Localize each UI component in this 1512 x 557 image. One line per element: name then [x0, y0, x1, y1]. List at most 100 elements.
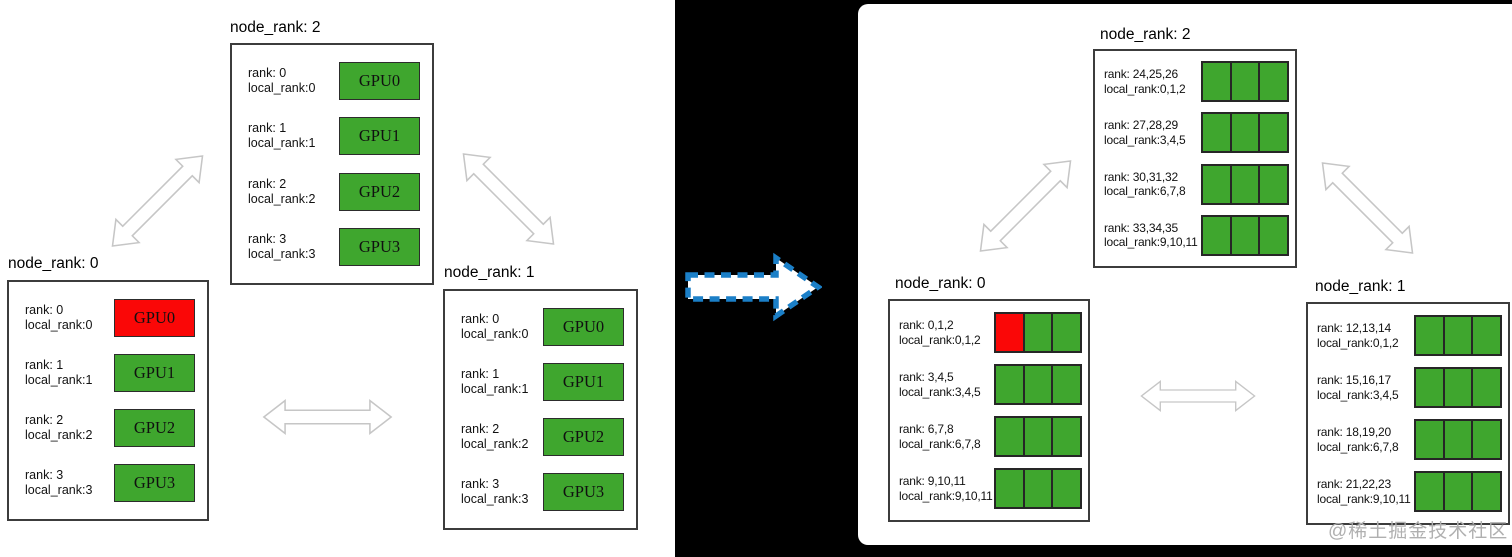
gpu-box: GPU0 — [339, 62, 420, 101]
rank-label: rank: 3 — [25, 468, 64, 482]
bidirectional-arrow-icon — [100, 143, 215, 259]
local-rank-label: local_rank:0 — [248, 81, 316, 96]
rank-label: rank: 6,7,8 — [899, 422, 954, 436]
gpu-row: rank: 0 local_rank:0 GPU0 — [445, 308, 636, 346]
rank-label: rank: 0 — [461, 312, 500, 326]
gpu-row: rank: 2 local_rank:2 GPU2 — [9, 409, 207, 447]
gpu-cell — [1022, 364, 1054, 405]
local-rank-label: local_rank:1 — [461, 382, 529, 396]
rank-labels: rank: 18,19,20 local_rank:6,7,8 — [1317, 425, 1399, 454]
gpu-box: GPU3 — [543, 473, 624, 511]
gpu-cell — [1258, 214, 1290, 256]
rank-labels: rank: 2 local_rank:2 — [248, 177, 315, 207]
gpu-box: GPU1 — [114, 354, 195, 392]
local-rank-label: local_rank:3,4,5 — [1104, 132, 1186, 147]
gpu-cell — [1022, 416, 1054, 457]
rank-labels: rank: 12,13,14 local_rank:0,1,2 — [1317, 321, 1399, 350]
rank-label: rank: 21,22,23 — [1317, 477, 1391, 491]
gpu-cell — [1229, 112, 1261, 154]
local-rank-label: local_rank:0 — [461, 327, 529, 341]
gpu-grid — [994, 416, 1083, 457]
rank-label: rank: 3,4,5 — [899, 370, 954, 384]
node-title: node_rank: 1 — [1315, 278, 1406, 295]
gpu-cell — [1022, 468, 1054, 509]
gpu-cell — [1022, 312, 1054, 353]
rank-labels: rank: 3 local_rank:3 — [248, 232, 315, 262]
rank-labels: rank: 24,25,26 local_rank:0,1,2 — [1104, 67, 1186, 96]
node-box: rank: 0 local_rank:0 GPU0 rank: 1 local_… — [230, 43, 434, 285]
node-box: rank: 12,13,14 local_rank:0,1,2 rank: 15… — [1306, 302, 1510, 525]
gpu-box: GPU1 — [339, 117, 420, 156]
gpu-cell — [1414, 367, 1445, 408]
gpu-cell — [1414, 315, 1445, 356]
local-rank-label: local_rank:1 — [25, 373, 93, 387]
bidirectional-arrow-icon — [263, 399, 392, 435]
rank-labels: rank: 0 local_rank:0 — [461, 312, 528, 342]
gpu-row: rank: 0 local_rank:0 GPU0 — [9, 299, 207, 337]
bidirectional-arrow-icon — [1140, 380, 1256, 412]
gpu-row: rank: 9,10,11 local_rank:9,10,11 — [890, 468, 1088, 509]
rank-labels: rank: 3,4,5 local_rank:3,4,5 — [899, 370, 981, 399]
gpu-row: rank: 2 local_rank:2 GPU2 — [445, 418, 636, 456]
gpu-box: GPU2 — [114, 409, 195, 447]
gpu-grid — [1414, 419, 1503, 460]
gpu-box: GPU3 — [114, 464, 195, 502]
rank-label: rank: 0 — [25, 303, 64, 317]
gpu-row: rank: 3,4,5 local_rank:3,4,5 — [890, 364, 1088, 405]
gpu-row: rank: 18,19,20 local_rank:6,7,8 — [1308, 419, 1508, 460]
gpu-box: GPU2 — [543, 418, 624, 456]
gpu-row: rank: 27,28,29 local_rank:3,4,5 — [1095, 112, 1295, 154]
rank-label: rank: 33,34,35 — [1104, 220, 1178, 235]
gpu-cell — [1414, 471, 1445, 512]
transform-arrow-icon — [685, 252, 822, 322]
rank-label: rank: 15,16,17 — [1317, 373, 1391, 387]
local-rank-label: local_rank:2 — [461, 437, 529, 451]
gpu-cell — [1471, 419, 1503, 460]
local-rank-label: local_rank:0 — [25, 318, 93, 332]
gpu-cell — [1229, 214, 1261, 256]
local-rank-label: local_rank:3,4,5 — [1317, 387, 1399, 402]
node-box: rank: 24,25,26 local_rank:0,1,2 rank: 27… — [1093, 49, 1297, 268]
gpu-box: GPU2 — [339, 172, 420, 211]
local-rank-label: local_rank:2 — [248, 191, 316, 206]
local-rank-label: local_rank:3 — [461, 492, 529, 506]
gpu-cell — [1201, 214, 1232, 256]
rank-labels: rank: 0,1,2 local_rank:0,1,2 — [899, 318, 981, 347]
gpu-row: rank: 12,13,14 local_rank:0,1,2 — [1308, 315, 1508, 356]
node-title: node_rank: 2 — [230, 19, 321, 36]
gpu-row: rank: 30,31,32 local_rank:6,7,8 — [1095, 163, 1295, 205]
gpu-cell — [1471, 315, 1503, 356]
gpu-cell — [1258, 112, 1290, 154]
gpu-row: rank: 21,22,23 local_rank:9,10,11 — [1308, 471, 1508, 512]
local-rank-label: local_rank:2 — [25, 428, 93, 442]
node-box: rank: 0,1,2 local_rank:0,1,2 rank: 3,4,5… — [888, 299, 1090, 522]
node-title: node_rank: 0 — [8, 255, 99, 272]
gpu-row: rank: 33,34,35 local_rank:9,10,11 — [1095, 214, 1295, 256]
gpu-cell — [994, 364, 1025, 405]
gpu-cell — [1201, 163, 1232, 205]
watermark: @稀土掘金技术社区 — [1328, 521, 1509, 542]
local-rank-label: local_rank:3,4,5 — [899, 384, 981, 399]
gpu-cell — [1442, 471, 1474, 512]
local-rank-label: local_rank:9,10,11 — [1104, 235, 1198, 250]
local-rank-label: local_rank:6,7,8 — [899, 436, 981, 451]
gpu-row: rank: 1 local_rank:1 GPU1 — [232, 117, 432, 156]
gpu-cell — [1051, 468, 1083, 509]
gpu-grid — [1201, 214, 1290, 256]
local-rank-label: local_rank:9,10,11 — [899, 488, 993, 503]
node-title: node_rank: 1 — [444, 264, 535, 281]
gpu-row: rank: 0 local_rank:0 GPU0 — [232, 62, 432, 101]
gpu-row: rank: 3 local_rank:3 GPU3 — [232, 227, 432, 266]
gpu-cell — [1229, 163, 1261, 205]
rank-labels: rank: 6,7,8 local_rank:6,7,8 — [899, 422, 981, 451]
rank-labels: rank: 27,28,29 local_rank:3,4,5 — [1104, 118, 1186, 147]
rank-label: rank: 2 — [25, 413, 64, 427]
gpu-box: GPU1 — [543, 363, 624, 401]
gpu-grid — [1201, 61, 1290, 103]
rank-labels: rank: 1 local_rank:1 — [248, 121, 315, 151]
gpu-grid — [1201, 163, 1290, 205]
rank-label: rank: 1 — [248, 121, 287, 136]
gpu-cell — [994, 416, 1025, 457]
rank-labels: rank: 33,34,35 local_rank:9,10,11 — [1104, 221, 1198, 250]
